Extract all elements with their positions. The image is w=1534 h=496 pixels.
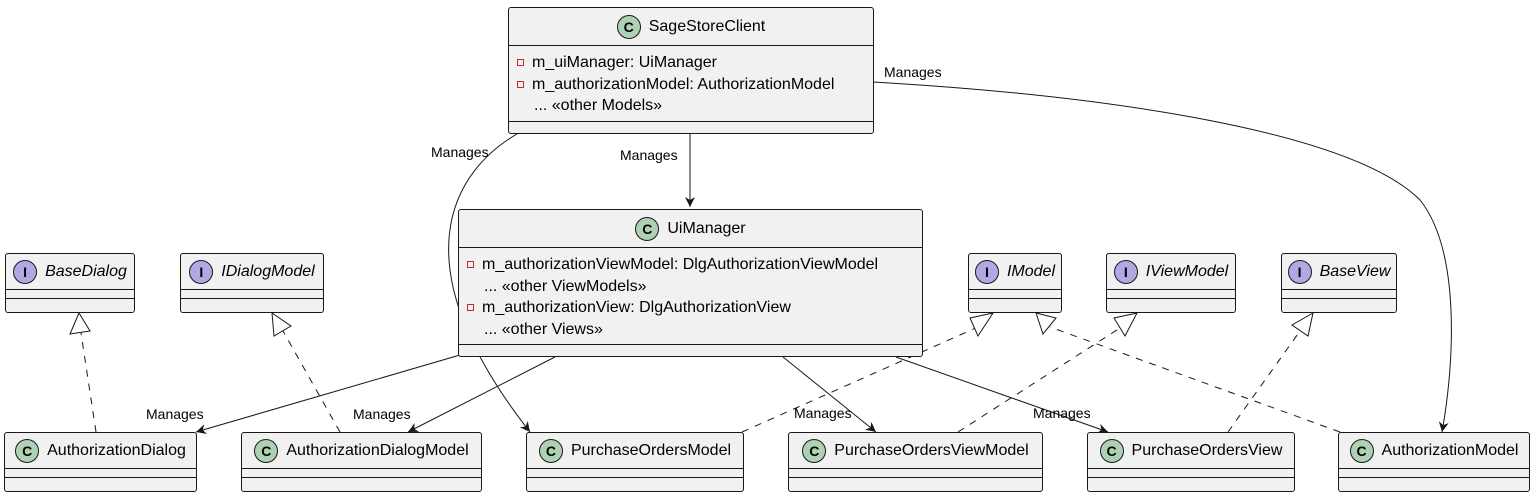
private-visibility-icon: [467, 261, 474, 269]
class-icon: C: [254, 438, 279, 463]
class-name: AuthorizationModel: [1381, 441, 1519, 459]
attributes-section: [1107, 290, 1235, 299]
label-uimanager-authorizationdialogmodel: Manages: [353, 406, 411, 422]
edge-uimanager-purchaseordersviewmodel: [782, 356, 877, 433]
interface-name: IViewModel: [1145, 262, 1229, 280]
interface-basedialog[interactable]: I BaseDialog: [5, 253, 135, 313]
interface-icon: I: [1113, 259, 1138, 284]
interface-icon: I: [974, 259, 999, 284]
attributes-section: [181, 290, 323, 299]
realization-head-basedialog: [69, 311, 91, 335]
class-name: AuthorizationDialog: [47, 441, 186, 459]
class-authorizationmodel[interactable]: C AuthorizationModel: [1338, 432, 1530, 492]
class-name: PurchaseOrdersViewModel: [834, 441, 1029, 459]
class-authorizationdialog[interactable]: C AuthorizationDialog: [4, 432, 197, 492]
attributes-section: [1339, 469, 1529, 478]
edge-authorizationdialog-basedialog: [80, 332, 97, 433]
class-uimanager[interactable]: C UiManager m_authorizationViewModel: Dl…: [458, 209, 923, 357]
class-name: PurchaseOrdersView: [1131, 441, 1283, 459]
attribute: ... «other Views»: [484, 320, 603, 338]
label-sagestoreclient-purchaseordersmodel: Manages: [431, 144, 489, 160]
private-visibility-icon: [517, 80, 524, 88]
attribute: m_uiManager: UiManager: [517, 52, 865, 74]
interface-imodel[interactable]: I IModel: [968, 253, 1062, 313]
label-uimanager-purchaseordersview: Manages: [1033, 405, 1091, 421]
realization-head-imodel-right: [1035, 312, 1057, 336]
label-sagestoreclient-authorizationmodel: Manages: [884, 64, 942, 80]
interface-name: IModel: [1006, 262, 1056, 280]
edge-sagestoreclient-authorizationmodel: [872, 81, 1452, 433]
interface-iviewmodel[interactable]: I IViewModel: [1106, 253, 1236, 313]
attributes-section: [6, 290, 134, 299]
class-attributes: m_authorizationViewModel: DlgAuthorizati…: [459, 248, 922, 345]
attributes-section: [969, 290, 1061, 299]
attributes-section: [5, 469, 196, 478]
class-icon: C: [616, 14, 641, 39]
interface-name: IDialogModel: [221, 262, 315, 280]
attribute: m_authorizationModel: AuthorizationModel: [517, 74, 865, 96]
interface-icon: I: [1287, 259, 1312, 284]
edge-authorizationmodel-imodel: [1049, 326, 1341, 433]
realization-head-idialogmodel: [271, 311, 292, 337]
attributes-section: [527, 469, 743, 478]
class-icon: C: [538, 438, 563, 463]
private-visibility-icon: [517, 59, 524, 67]
realization-head-iviewmodel: [1113, 312, 1138, 338]
realization-head-imodel-left: [969, 312, 995, 338]
class-purchaseordersviewmodel[interactable]: C PurchaseOrdersViewModel: [788, 432, 1043, 492]
class-sagestoreclient[interactable]: C SageStoreClient m_uiManager: UiManager…: [508, 7, 874, 134]
edge-sagestoreclient-purchaseordersmodel: [448, 133, 531, 433]
attributes-section: [1282, 290, 1396, 299]
attributes-section: [1088, 469, 1294, 478]
class-icon: C: [635, 216, 660, 241]
interface-name: BaseDialog: [45, 262, 127, 280]
attributes-section: [242, 469, 481, 478]
attribute: ... «other ViewModels»: [484, 277, 647, 295]
private-visibility-icon: [467, 304, 474, 312]
interface-icon: I: [189, 259, 214, 284]
realization-head-baseview: [1291, 312, 1314, 337]
class-authorizationdialogmodel[interactable]: C AuthorizationDialogModel: [241, 432, 482, 492]
class-purchaseordersview[interactable]: C PurchaseOrdersView: [1087, 432, 1295, 492]
edge-purchaseordersmodel-imodel: [741, 326, 979, 433]
label-uimanager-authorizationdialog: Manages: [146, 406, 204, 422]
attributes-section: [789, 469, 1042, 478]
class-attributes: m_uiManager: UiManager m_authorizationMo…: [509, 46, 873, 122]
label-sagestoreclient-uimanager: Manages: [620, 147, 678, 163]
class-icon: C: [802, 438, 827, 463]
class-icon: C: [1099, 438, 1124, 463]
edge-purchaseordersviewmodel-iviewmodel: [957, 327, 1121, 433]
attribute: m_authorizationView: DlgAuthorizationVie…: [467, 297, 914, 319]
edge-purchaseordersview-baseview: [1227, 330, 1301, 433]
class-name: UiManager: [667, 219, 746, 237]
edge-uimanager-authorizationdialogmodel: [407, 356, 556, 433]
edge-uimanager-purchaseordersview: [895, 356, 1109, 434]
interface-icon: I: [13, 259, 38, 284]
class-icon: C: [15, 438, 40, 463]
interface-baseview[interactable]: I BaseView: [1281, 253, 1397, 313]
edge-uimanager-authorizationdialog: [195, 354, 461, 434]
class-purchaseordersmodel[interactable]: C PurchaseOrdersModel: [526, 432, 744, 492]
class-name: SageStoreClient: [648, 17, 766, 35]
class-icon: C: [1349, 438, 1374, 463]
class-name: AuthorizationDialogModel: [286, 441, 469, 459]
edge-authorizationdialogmodel-idialogmodel: [282, 330, 341, 433]
label-uimanager-purchaseordersviewmodel: Manages: [794, 405, 852, 421]
attribute: ... «other Models»: [534, 97, 663, 114]
attribute: m_authorizationViewModel: DlgAuthorizati…: [467, 254, 914, 276]
interface-idialogmodel[interactable]: I IDialogModel: [180, 253, 324, 313]
interface-name: BaseView: [1319, 262, 1391, 280]
class-name: PurchaseOrdersModel: [570, 441, 732, 459]
